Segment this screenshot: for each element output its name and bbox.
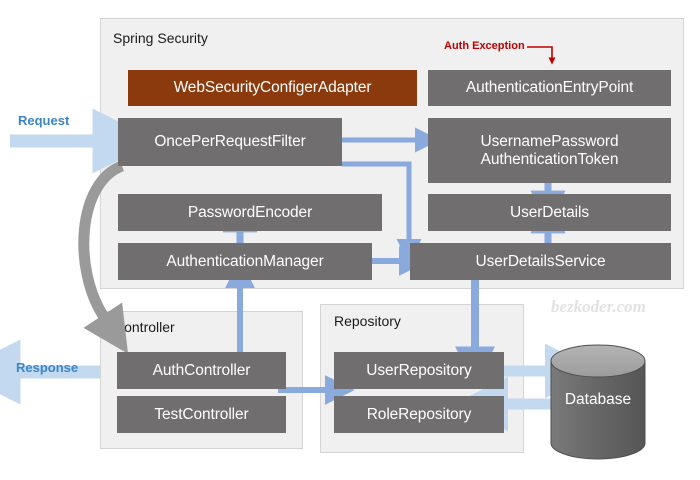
component-password-encoder[interactable]: PasswordEncoder bbox=[118, 194, 382, 231]
watermark: bezkoder.com bbox=[551, 297, 646, 316]
response-label: Response bbox=[16, 360, 79, 375]
component-username-password-authentication-token[interactable]: UsernamePassword AuthenticationToken bbox=[428, 118, 671, 183]
component-user-details[interactable]: UserDetails bbox=[428, 194, 671, 231]
request-label: Request bbox=[18, 113, 70, 128]
component-role-repository[interactable]: RoleRepository bbox=[334, 396, 504, 433]
component-once-per-request-filter[interactable]: OncePerRequestFilter bbox=[118, 118, 342, 166]
component-user-repository[interactable]: UserRepository bbox=[334, 352, 504, 389]
component-web-security-config-adapter[interactable]: WebSecurityConfigerAdapter bbox=[128, 70, 417, 106]
component-test-controller[interactable]: TestController bbox=[117, 396, 286, 433]
component-user-details-service[interactable]: UserDetailsService bbox=[410, 243, 671, 280]
component-auth-controller[interactable]: AuthController bbox=[117, 352, 286, 389]
database-label: Database bbox=[564, 391, 632, 408]
panel-repository-title: Repository bbox=[334, 313, 401, 329]
auth-exception-label: Auth Exception bbox=[444, 40, 525, 52]
panel-spring-security-title: Spring Security bbox=[113, 30, 208, 46]
panel-controller-title: Controller bbox=[114, 319, 175, 335]
component-authentication-manager[interactable]: AuthenticationManager bbox=[118, 243, 372, 280]
component-authentication-entry-point[interactable]: AuthenticationEntryPoint bbox=[428, 70, 671, 106]
token-label-line2: AuthenticationToken bbox=[480, 150, 619, 168]
token-label-line1: UsernamePassword bbox=[480, 133, 619, 151]
